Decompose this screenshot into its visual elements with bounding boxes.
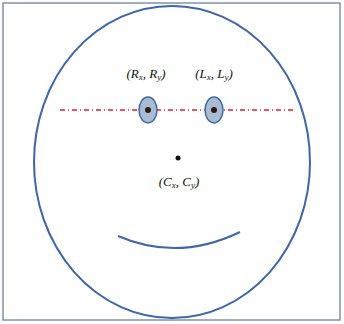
- coordinate-label: (Rx, Ry): [124, 66, 167, 83]
- mouth: [118, 232, 240, 248]
- left-pupil: [211, 107, 217, 113]
- eye-line: [60, 109, 296, 110]
- left-eye: [205, 97, 223, 123]
- coordinate-label: (Lx, Ly): [193, 66, 235, 83]
- coordinate-label: (Cx, Cy): [157, 174, 202, 191]
- frame: [3, 3, 340, 320]
- right-eye: [139, 97, 157, 123]
- center-dot: [176, 156, 181, 161]
- right-pupil: [145, 107, 151, 113]
- face-outline: [34, 6, 310, 318]
